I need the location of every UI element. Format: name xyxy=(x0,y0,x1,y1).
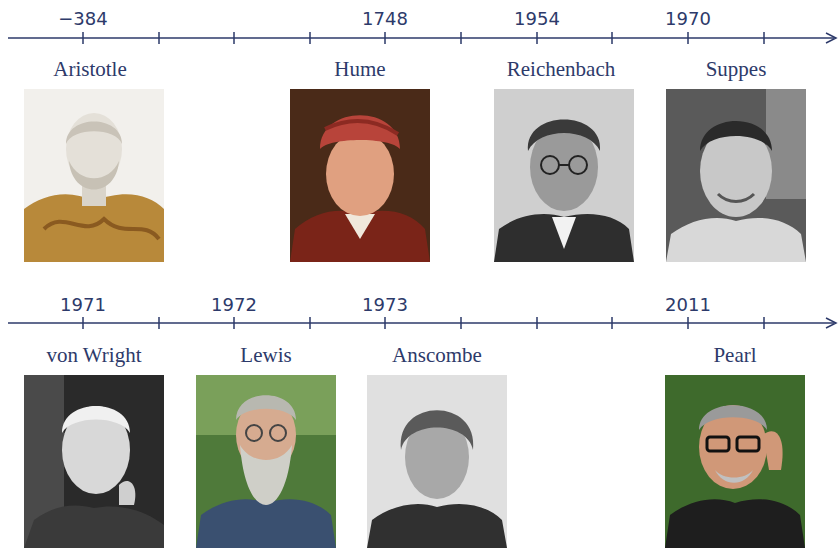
portrait xyxy=(290,89,430,262)
person-name: Suppes xyxy=(706,58,767,81)
portrait xyxy=(24,89,164,262)
person-name: von Wright xyxy=(46,344,141,367)
year-label: −384 xyxy=(58,9,107,29)
person-name: Hume xyxy=(334,58,385,81)
year-label: 1954 xyxy=(514,9,560,29)
person-name: Lewis xyxy=(240,344,291,367)
year-label: 1972 xyxy=(211,295,257,315)
year-label: 2011 xyxy=(665,295,711,315)
person-name: Aristotle xyxy=(53,58,127,81)
person-name: Pearl xyxy=(713,344,756,367)
portrait xyxy=(24,375,164,548)
portrait xyxy=(665,375,805,548)
portrait xyxy=(494,89,634,262)
year-label: 1973 xyxy=(362,295,408,315)
portrait xyxy=(196,375,336,548)
timeline-axis xyxy=(8,32,836,329)
year-label: 1971 xyxy=(60,295,106,315)
year-label: 1748 xyxy=(362,9,408,29)
person-name: Anscombe xyxy=(392,344,482,367)
portrait xyxy=(367,375,507,548)
portrait xyxy=(666,89,806,262)
year-label: 1970 xyxy=(665,9,711,29)
person-name: Reichenbach xyxy=(507,58,615,81)
